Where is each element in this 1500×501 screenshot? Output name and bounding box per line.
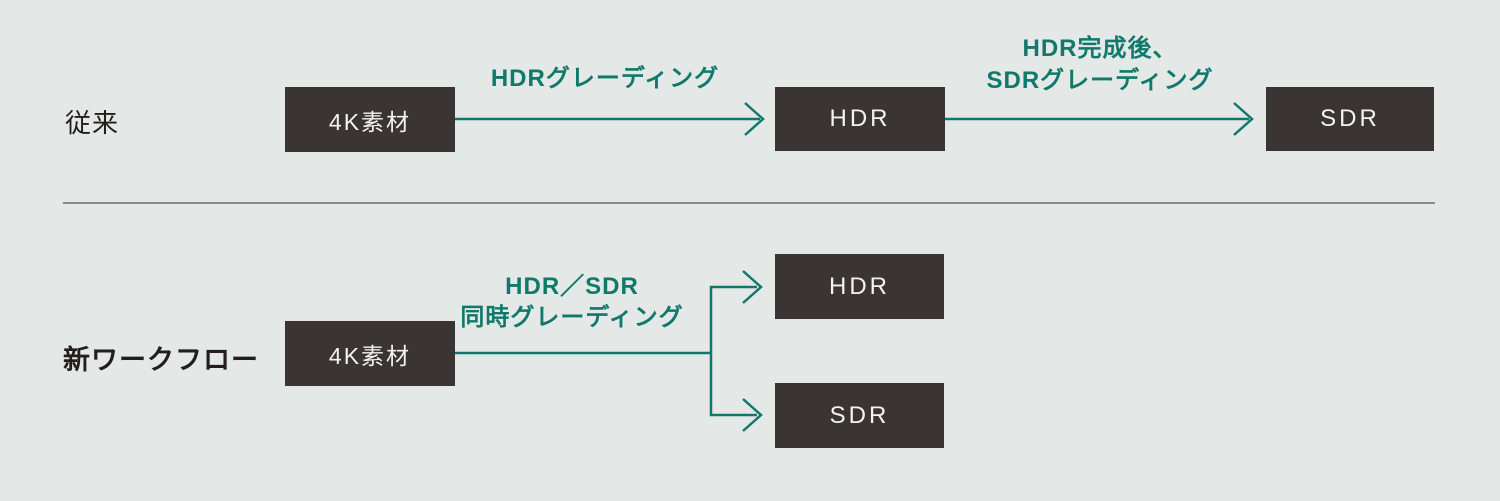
label-simultaneous-grading: HDR／SDR 同時グレーディング: [460, 271, 683, 333]
branch-split-line: [709, 285, 757, 417]
label-simultaneous-grading-line1: HDR／SDR: [505, 273, 639, 300]
label-sdr-after-hdr: HDR完成後、 SDRグレーディング: [987, 33, 1214, 97]
arrowhead-icon: [742, 398, 763, 432]
arrowhead-icon: [1233, 102, 1254, 136]
arrowhead-icon: [742, 270, 763, 304]
label-simultaneous-grading-line2: 同時グレーディング: [460, 304, 684, 331]
row-label-new-workflow: 新ワークフロー: [63, 345, 259, 375]
node-hdr-top: HDR: [775, 87, 945, 151]
node-hdr-bottom: HDR: [775, 254, 944, 319]
node-4k-source-bottom: 4K素材: [285, 321, 455, 386]
label-hdr-grading: HDRグレーディング: [490, 65, 720, 92]
label-sdr-after-hdr-line1: HDR完成後、: [1022, 35, 1178, 62]
node-sdr-top: SDR: [1266, 87, 1434, 151]
node-sdr-bottom: SDR: [775, 383, 944, 448]
row-label-conventional: 従来: [65, 108, 120, 138]
node-4k-source-top: 4K素材: [285, 87, 455, 152]
arrowhead-icon: [744, 102, 765, 136]
section-divider: [63, 202, 1435, 204]
label-sdr-after-hdr-line2: SDRグレーディング: [986, 67, 1214, 94]
